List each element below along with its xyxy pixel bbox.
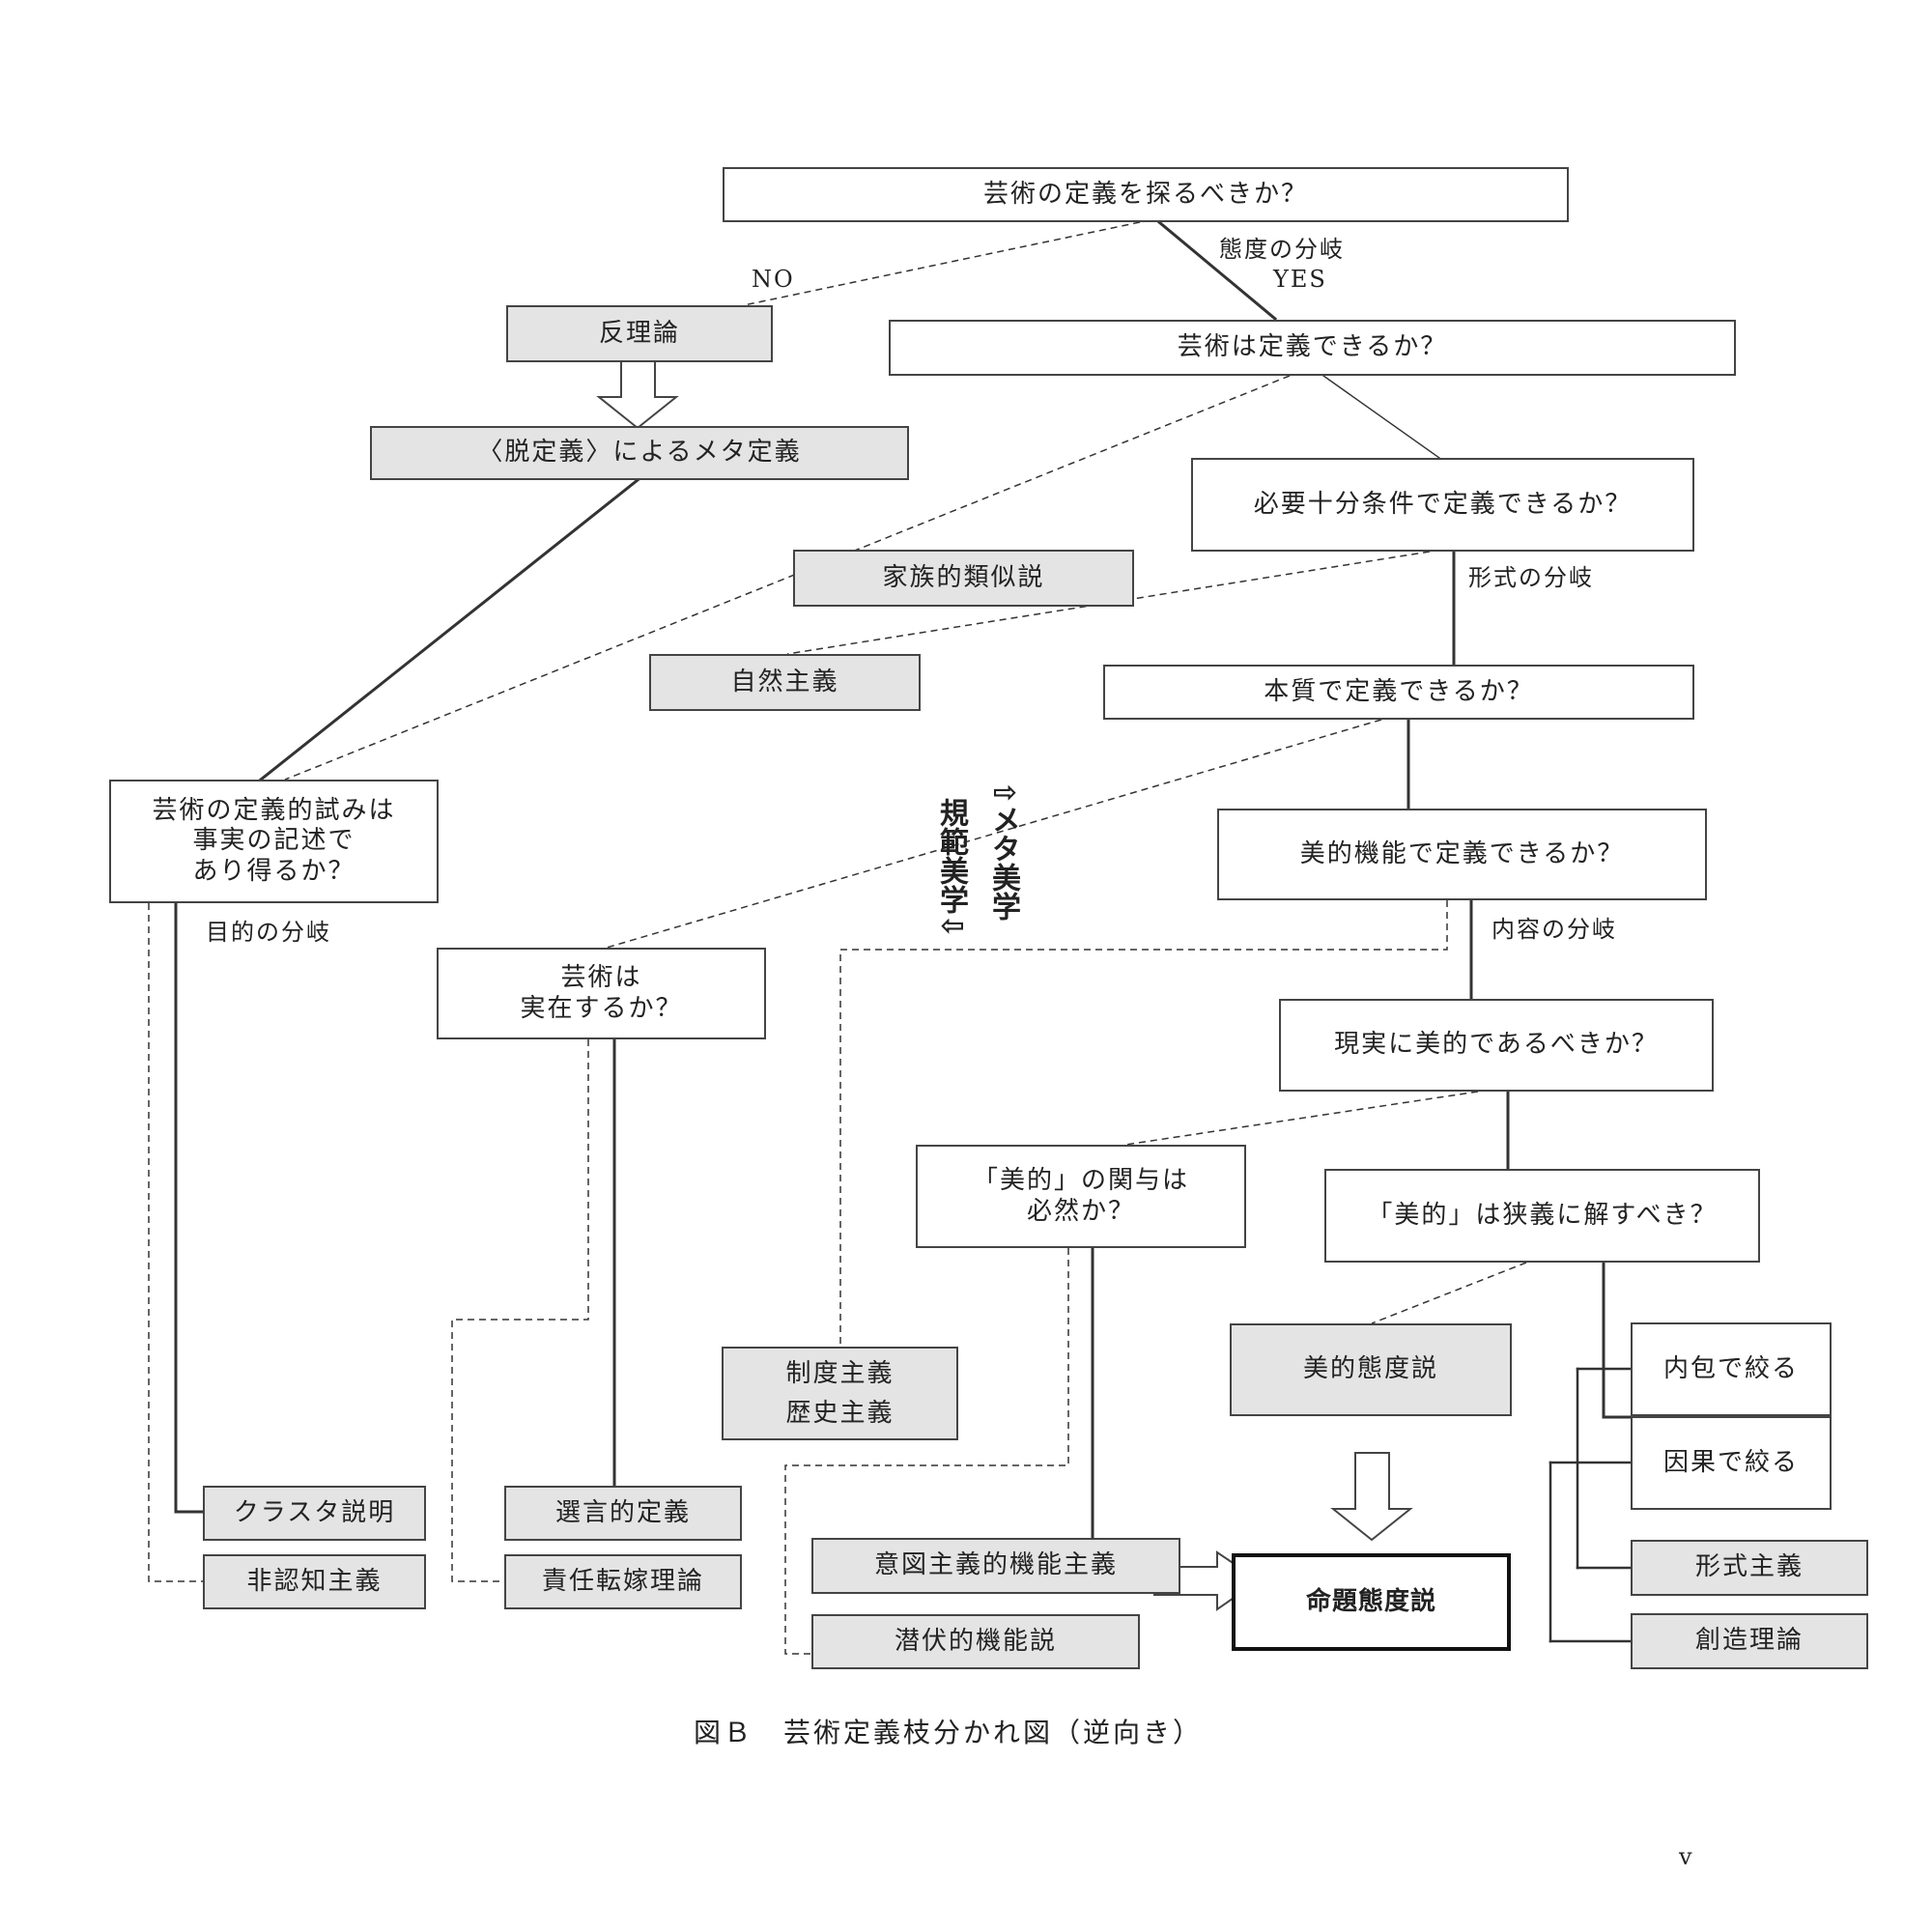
- metadef-to-attempt-connector: [258, 477, 640, 782]
- meta-def-box: 〈脱定義〉によるメタ定義: [370, 426, 909, 480]
- family-resemblance-box: 家族的類似説: [793, 550, 1134, 607]
- buck-passing-box: 責任転嫁理論: [504, 1554, 742, 1609]
- yes-connector: [1156, 219, 1278, 322]
- intension-box: 内包で絞る: [1631, 1322, 1832, 1416]
- definable-to-attempt-dashed: [284, 375, 1291, 781]
- causal-box: 因果で絞る: [1631, 1416, 1832, 1510]
- latent-function-box: 潜伏的機能説: [811, 1614, 1140, 1669]
- exist-to-responsibility-dashed: [451, 1039, 589, 1582]
- no-connector: [743, 221, 1141, 306]
- anti-theory-box: 反理論: [506, 305, 773, 362]
- q-aesthetic-func-box: 美的機能で定義できるか？: [1217, 809, 1707, 900]
- cluster-account-box: クラスタ説明: [203, 1486, 426, 1541]
- creation-theory-box: 創造理論: [1631, 1613, 1868, 1669]
- figure-caption: 図Ｂ 芸術定義枝分かれ図（逆向き）: [694, 1717, 1204, 1748]
- no-label: NO: [752, 266, 795, 293]
- aesthetic-func-to-institutional-dashed: [839, 900, 1448, 1347]
- q-attempt-box: 芸術の定義的試みは 事実の記述で あり得るか？: [109, 780, 439, 903]
- attempt-to-noncognitivism-dashed: [148, 903, 203, 1582]
- attitude-branch-label: 態度の分岐: [1219, 236, 1345, 263]
- q-exist-box: 芸術は 実在するか？: [437, 948, 766, 1039]
- q-essence-box: 本質で定義できるか？: [1103, 665, 1694, 720]
- definable-to-necessary-connector: [1321, 374, 1441, 460]
- q-necessary-box: 必要十分条件で定義できるか？: [1191, 458, 1694, 552]
- propositional-attitude-box: 命題態度説: [1232, 1553, 1511, 1651]
- q-definable-box: 芸術は定義できるか？: [889, 320, 1736, 376]
- q-real-aesthetic-box: 現実に美的であるべきか？: [1279, 999, 1714, 1092]
- non-cognitivism-box: 非認知主義: [203, 1554, 426, 1609]
- yes-label: YES: [1273, 266, 1327, 293]
- down-arrow-icon: [596, 353, 679, 430]
- q-aesthetic-necessary-box: 「美的」の関与は 必然か？: [916, 1145, 1246, 1248]
- down-arrow-icon: [1330, 1452, 1413, 1542]
- q-narrow-box: 「美的」は狭義に解すべき？: [1324, 1169, 1760, 1263]
- essence-to-exist-dashed: [606, 719, 1382, 949]
- institutional-historical-box: 制度主義 歴史主義: [722, 1347, 958, 1440]
- meta-aesthetics-label: ⇧メタ美学: [986, 781, 1020, 922]
- formalism-box: 形式主義: [1631, 1540, 1868, 1596]
- normative-aesthetics-label: 規範美学⇩: [934, 798, 968, 939]
- purpose-branch-label: 目的の分岐: [206, 919, 331, 946]
- content-branch-label: 内容の分岐: [1492, 916, 1617, 943]
- aesthetic-attitude-box: 美的態度説: [1230, 1323, 1512, 1416]
- form-branch-label: 形式の分岐: [1468, 564, 1594, 591]
- page-number: v: [1679, 1843, 1692, 1870]
- disjunctive-definition-box: 選言的定義: [504, 1486, 742, 1541]
- aesthetic-necessary-to-latent-dashed: [784, 1248, 1069, 1655]
- naturalism-box: 自然主義: [649, 654, 921, 711]
- q-define-box: 芸術の定義を探るべきか？: [723, 167, 1569, 222]
- real-to-aesthetic-necessary-dashed: [1124, 1091, 1479, 1146]
- intentional-functionalism-box: 意図主義的機能主義: [811, 1538, 1180, 1594]
- narrow-to-attitude-dashed: [1371, 1262, 1527, 1324]
